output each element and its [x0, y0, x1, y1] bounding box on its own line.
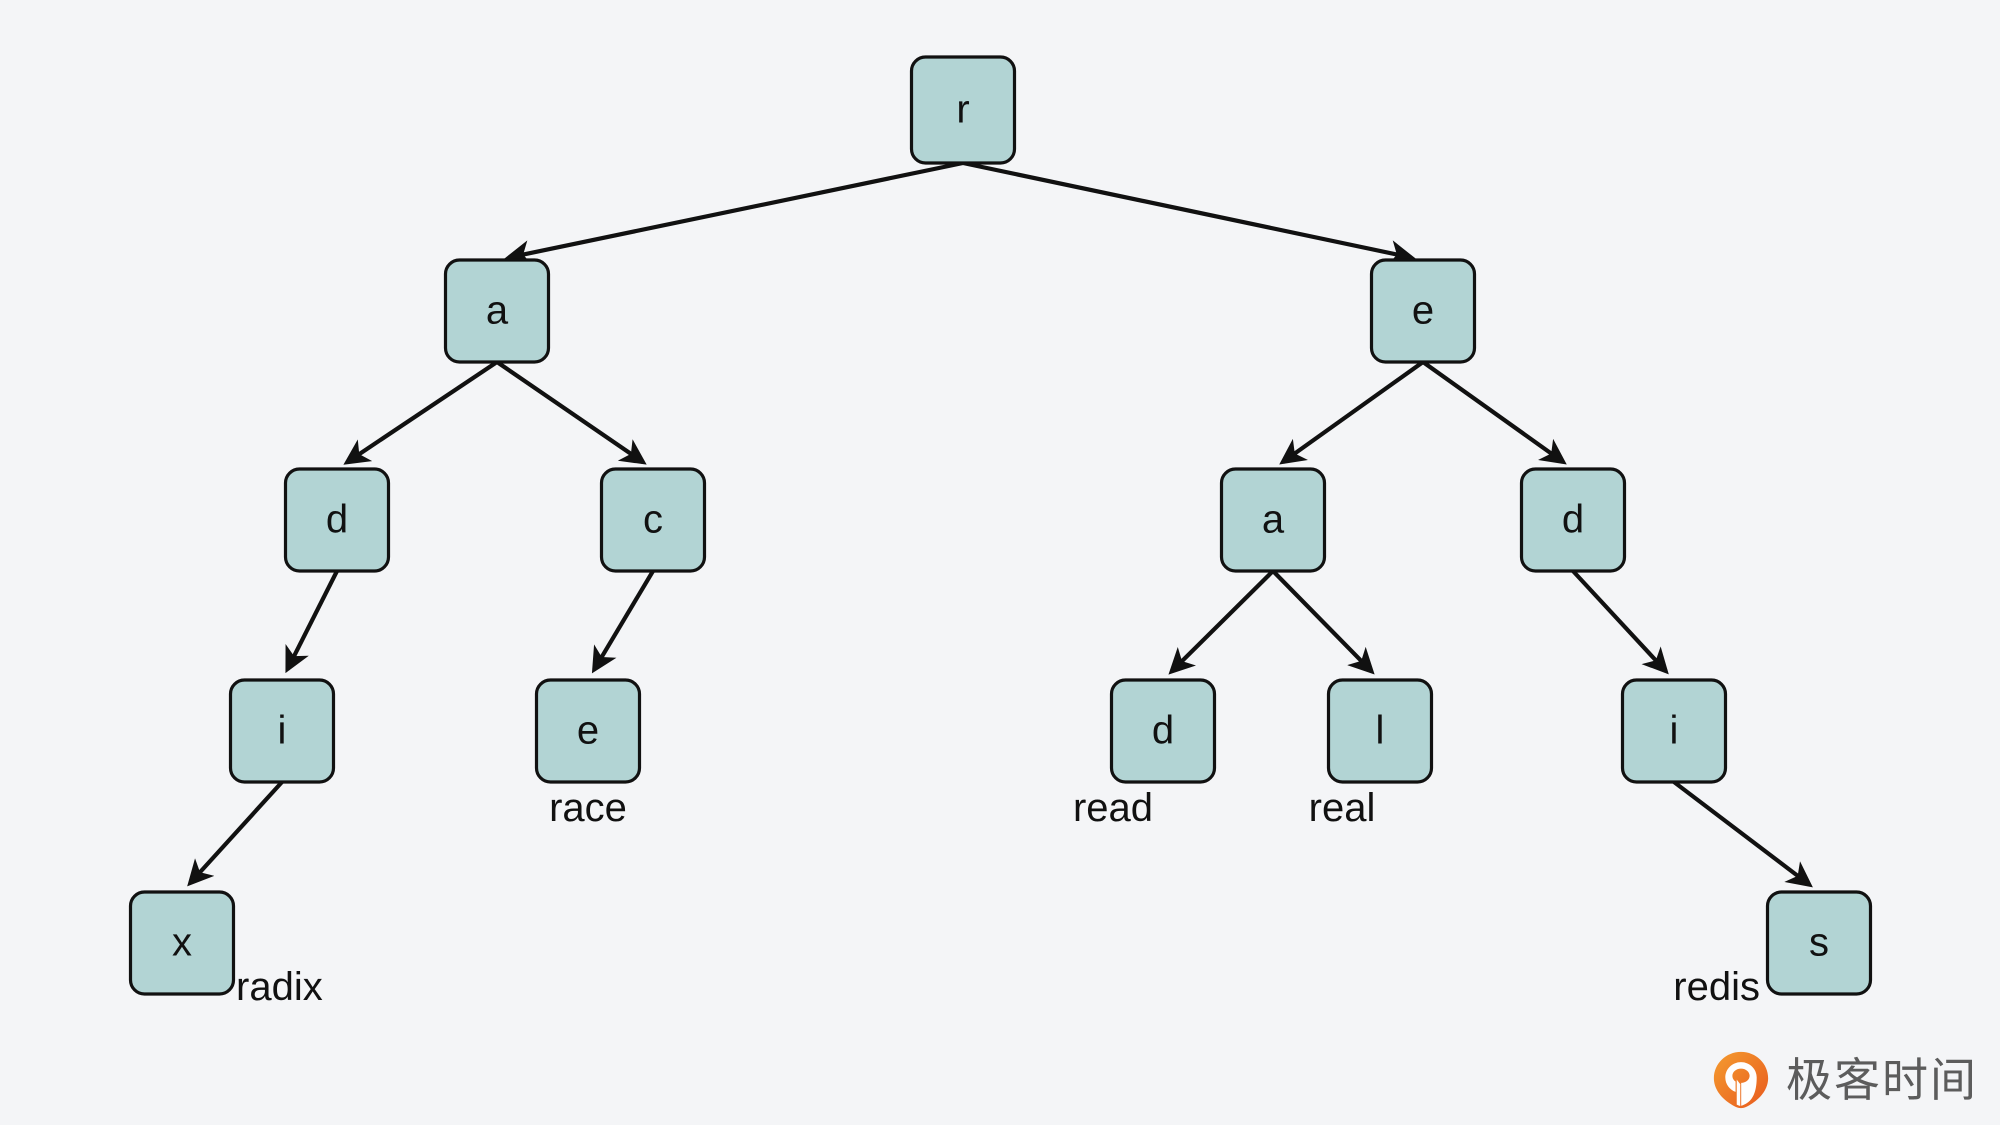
tree-node-box — [909, 55, 1017, 165]
tree-node-letter: d — [1562, 498, 1584, 542]
tree-node-letter: e — [1412, 289, 1434, 333]
tree-node-x1[interactable]: x — [128, 890, 236, 996]
tree-edge-i1-x1 — [187, 780, 284, 887]
tree-node-letter: e — [577, 709, 599, 753]
word-label-redis: redis — [1673, 965, 1760, 1009]
tree-node-box — [1765, 890, 1873, 996]
tree-edge-r-a1 — [504, 160, 964, 266]
tree-node-box — [534, 678, 642, 784]
tree-node-box — [228, 678, 336, 784]
tree-edge-a1-c1 — [495, 360, 647, 465]
tree-node-box — [283, 467, 391, 573]
geektime-watermark: 极客时间 — [1710, 1049, 1978, 1111]
tree-node-i1[interactable]: i — [228, 678, 336, 784]
tree-node-s1[interactable]: s — [1765, 890, 1873, 996]
tree-node-letter: s — [1809, 921, 1829, 965]
tree-node-box — [1519, 467, 1627, 573]
tree-node-box — [1219, 467, 1327, 573]
tree-node-letter: i — [278, 709, 287, 753]
tree-edge-e1-a2 — [1279, 360, 1425, 465]
tree-node-a2[interactable]: a — [1219, 467, 1327, 573]
tree-node-a1[interactable]: a — [443, 258, 551, 364]
tree-node-letter: i — [1670, 709, 1679, 753]
tree-edge-d1-i1 — [285, 570, 339, 674]
geektime-watermark-text: 极客时间 — [1786, 1054, 1978, 1106]
tree-node-r[interactable]: r — [909, 55, 1017, 165]
edges-layer — [187, 160, 1813, 888]
tree-node-e2[interactable]: e — [534, 678, 642, 784]
word-label-race: race — [549, 786, 627, 830]
tree-edge-e1-d2 — [1421, 360, 1567, 465]
word-label-radix: radix — [236, 965, 323, 1009]
tree-node-letter: c — [643, 498, 663, 542]
word-label-read: read — [1073, 786, 1153, 830]
tree-edge-a2-l1 — [1271, 569, 1375, 675]
tree-edge-d2-i2 — [1571, 569, 1669, 675]
tree-edge-c1-e2 — [591, 569, 655, 674]
tree-node-letter: l — [1376, 709, 1385, 753]
tree-edge-a1-d1 — [343, 360, 499, 465]
tree-node-letter: d — [326, 498, 348, 542]
nodes-layer: r a e d c a d i e d l i x s — [128, 55, 1873, 996]
tree-node-box — [1369, 258, 1477, 364]
tree-node-d2[interactable]: d — [1519, 467, 1627, 573]
tree-node-i2[interactable]: i — [1620, 678, 1728, 784]
tree-node-box — [1620, 678, 1728, 784]
tree-edge-r-e1 — [962, 160, 1416, 266]
tree-node-d3[interactable]: d — [1109, 678, 1217, 784]
tree-node-c1[interactable]: c — [599, 467, 707, 573]
tree-node-box — [128, 890, 236, 996]
tree-node-box — [599, 467, 707, 573]
tree-node-letter: x — [172, 921, 192, 965]
word-labels-layer: radix race read real redis — [236, 786, 1760, 1009]
tree-node-box — [1326, 678, 1434, 784]
geektime-logo-icon — [1710, 1049, 1772, 1111]
tree-node-letter: d — [1152, 709, 1174, 753]
word-label-real: real — [1309, 786, 1376, 830]
tree-node-box — [443, 258, 551, 364]
tree-node-e1[interactable]: e — [1369, 258, 1477, 364]
tree-node-d1[interactable]: d — [283, 467, 391, 573]
tree-node-letter: a — [1262, 498, 1285, 542]
tree-node-letter: a — [486, 289, 509, 333]
tree-node-l1[interactable]: l — [1326, 678, 1434, 784]
tree-node-letter: r — [956, 88, 969, 132]
tree-edge-a2-d3 — [1168, 569, 1275, 675]
tree-node-box — [1109, 678, 1217, 784]
tree-edge-i2-s1 — [1672, 780, 1813, 888]
